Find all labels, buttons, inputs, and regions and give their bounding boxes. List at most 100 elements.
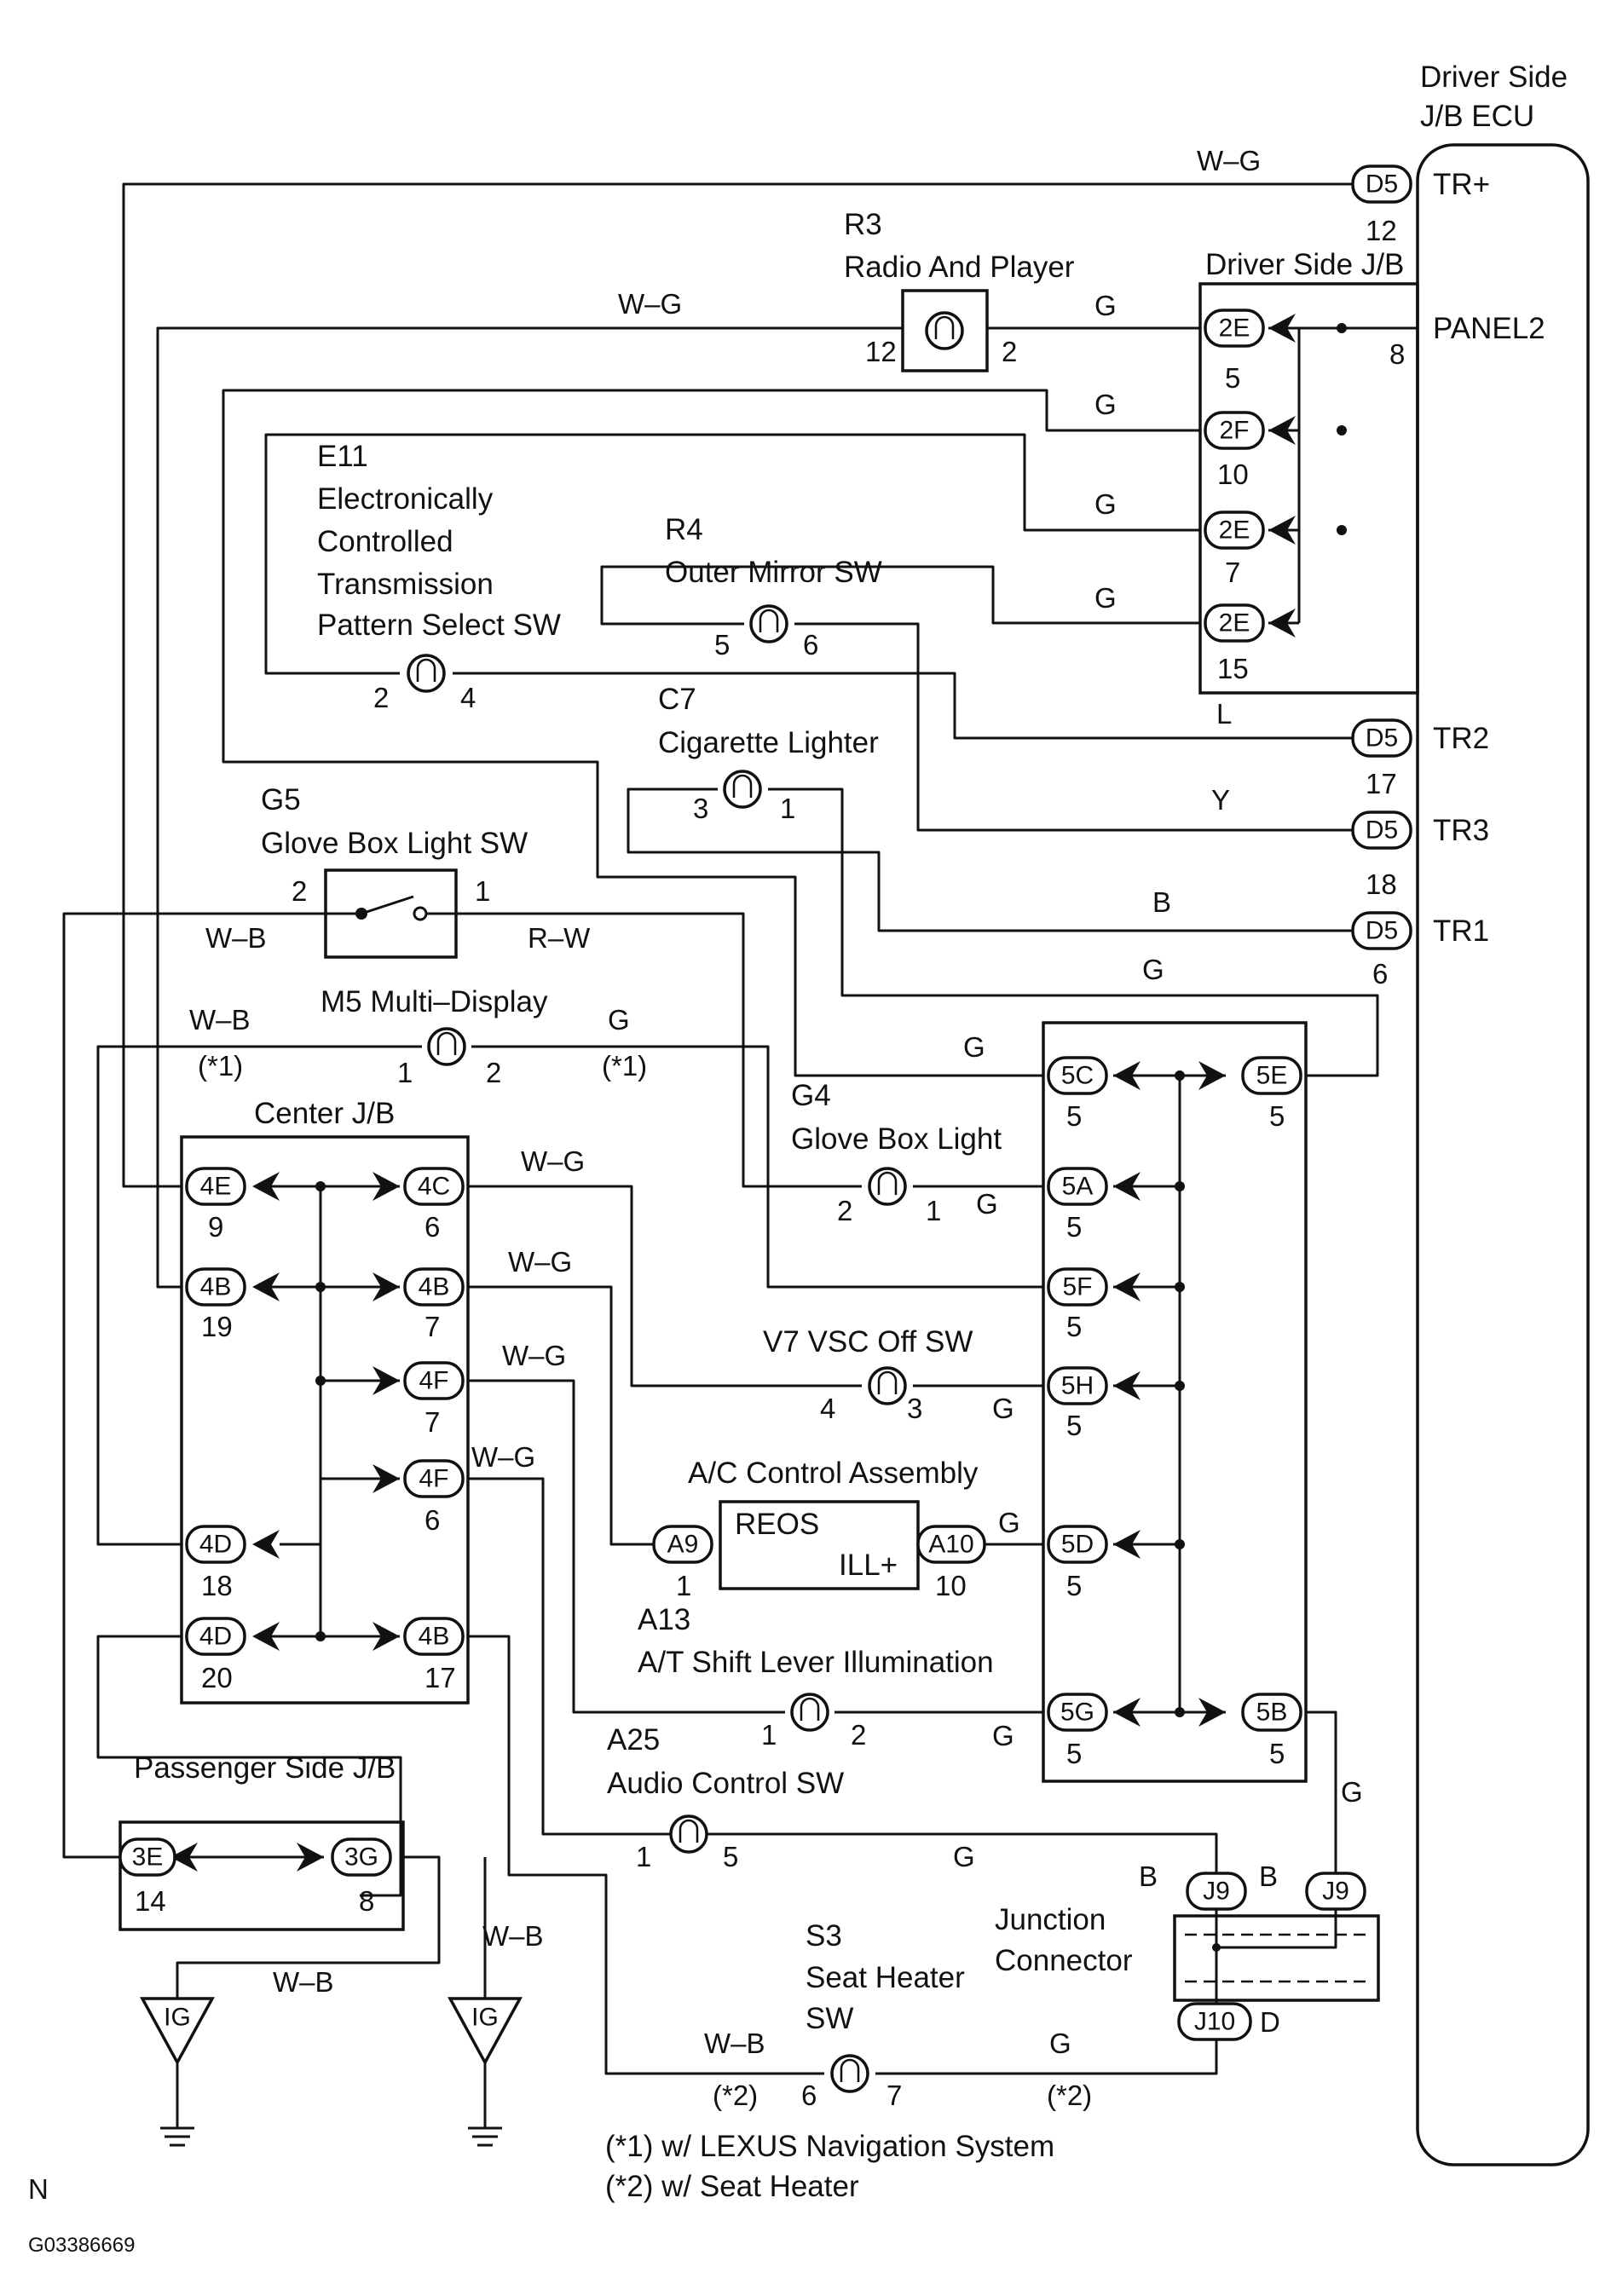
g4-name: Glove Box Light: [791, 1122, 1002, 1156]
wire-s3-7: [875, 2039, 1218, 2075]
wire-color: W–G: [508, 1246, 572, 1278]
connector-label: 5C: [1061, 1062, 1094, 1090]
ground-symbols: IG IG: [140, 1997, 523, 2147]
pin: 17: [424, 1662, 456, 1693]
radio-lamp: [925, 311, 964, 350]
wire-color: W–B: [273, 1966, 334, 1998]
e11-name-2: Controlled: [317, 525, 453, 558]
note-tag-2: (*2): [1047, 2080, 1092, 2111]
arrow: [252, 1622, 280, 1651]
connector-label: 2E: [1219, 314, 1250, 343]
arrow: [372, 1464, 400, 1493]
connector-2f-10: [1204, 411, 1265, 450]
terminal-tr1: TR1: [1433, 914, 1489, 948]
dot: [1175, 1181, 1185, 1191]
wire-color: G: [608, 1004, 630, 1036]
connector-a10: [916, 1525, 986, 1564]
connector-label: 2E: [1219, 516, 1250, 545]
pin: 1: [397, 1057, 413, 1088]
e11-name-4: Pattern Select SW: [317, 609, 561, 642]
wire-color: G: [1094, 290, 1117, 321]
terminal-panel2: PANEL2: [1433, 312, 1545, 345]
wire-4d-20: [96, 1635, 402, 1897]
pin: 7: [424, 1311, 440, 1342]
pin: 10: [935, 1570, 967, 1601]
ground-1-triangle: [140, 1997, 215, 2066]
connector-label: J9: [1322, 1878, 1349, 1906]
wire-color: G: [976, 1188, 998, 1220]
connector-label: 5F: [1062, 1273, 1092, 1301]
wire-color: G: [953, 1841, 975, 1872]
connector-label: 4D: [199, 1623, 232, 1651]
pin: 14: [135, 1885, 166, 1917]
connector-4b-19: [185, 1267, 246, 1307]
v7-name: V7 VSC Off SW: [763, 1325, 973, 1359]
dot: [1175, 1070, 1185, 1081]
glove-box-switch-symbol: [326, 895, 456, 921]
dot: [315, 1376, 326, 1386]
pin: 5: [1225, 362, 1240, 394]
connector-label: D5: [1366, 816, 1398, 845]
wire-e11-4: [453, 672, 1353, 740]
m5-name: M5 Multi–Display: [321, 985, 548, 1018]
a25-code: A25: [607, 1723, 660, 1757]
connector-5f: [1047, 1267, 1108, 1307]
arrow: [252, 1530, 280, 1559]
figure-code: G03386669: [28, 2234, 135, 2257]
connector-label: D5: [1366, 170, 1398, 199]
r3-code: R3: [844, 208, 882, 241]
wire-color: G: [992, 1720, 1014, 1751]
pin: 5: [1066, 1570, 1082, 1601]
arrow: [1268, 314, 1296, 343]
dot: [1337, 525, 1347, 535]
e11-code: E11: [317, 440, 368, 473]
wire-color: W–B: [482, 1920, 544, 1952]
wire-color: Y: [1211, 784, 1230, 816]
note-tag-2: (*2): [713, 2080, 758, 2111]
ecu-title-1: Driver Side: [1420, 61, 1568, 94]
ecu-title-2: J/B ECU: [1420, 100, 1534, 133]
driver-jb-bus: [1268, 326, 1418, 625]
wire-4c: [468, 1185, 862, 1387]
wire-m5-2: [471, 1045, 1043, 1289]
pin: 6: [801, 2080, 817, 2111]
pin: 5: [1066, 1738, 1082, 1769]
pin: 4: [820, 1393, 835, 1424]
connector-2e-7: [1204, 511, 1265, 550]
wire-color: R–W: [528, 922, 591, 954]
wire-color: G: [1142, 954, 1164, 985]
wire-color: G: [1341, 1776, 1363, 1808]
pin: 8: [359, 1885, 374, 1917]
pin: 1: [475, 875, 490, 907]
connector-label: 4F: [419, 1367, 448, 1395]
wire-color: B: [1259, 1860, 1278, 1892]
connector-label: 4B: [200, 1273, 232, 1301]
notes: (*1) w/ LEXUS Navigation System (*2) w/ …: [28, 2130, 1054, 2257]
driver-side-jb-box: [1198, 282, 1419, 695]
wire-color: B: [1152, 886, 1171, 918]
wire-c7-3: [627, 787, 1353, 932]
connector-label: 5A: [1062, 1173, 1094, 1201]
junction-dots: [315, 323, 1347, 1952]
connector-5d: [1047, 1525, 1108, 1564]
pin: 7: [424, 1406, 440, 1438]
component-labels: Driver Side J/B ECU TR+ PANEL2 TR2 TR3 T…: [134, 61, 1568, 2035]
pin: 2: [837, 1195, 852, 1226]
note-navigation: (*1) w/ LEXUS Navigation System: [605, 2130, 1054, 2163]
e11-name-3: Transmission: [317, 568, 494, 601]
wire-color: L: [1216, 698, 1232, 730]
wire-4b-7: [468, 1285, 654, 1546]
g5-code: G5: [261, 783, 301, 816]
dot: [1175, 1539, 1185, 1549]
pin: 2: [373, 682, 389, 713]
ac-reos: REOS: [735, 1508, 819, 1541]
r4-code: R4: [665, 513, 703, 546]
dot: [1212, 1943, 1221, 1952]
wire-color: G: [1049, 2028, 1071, 2059]
pin: 6: [424, 1211, 440, 1243]
connector-label: A9: [667, 1531, 699, 1559]
connector-j10: [1177, 2002, 1252, 2041]
pin: 8: [1389, 338, 1405, 370]
connector-d5-tr1: [1351, 911, 1412, 950]
